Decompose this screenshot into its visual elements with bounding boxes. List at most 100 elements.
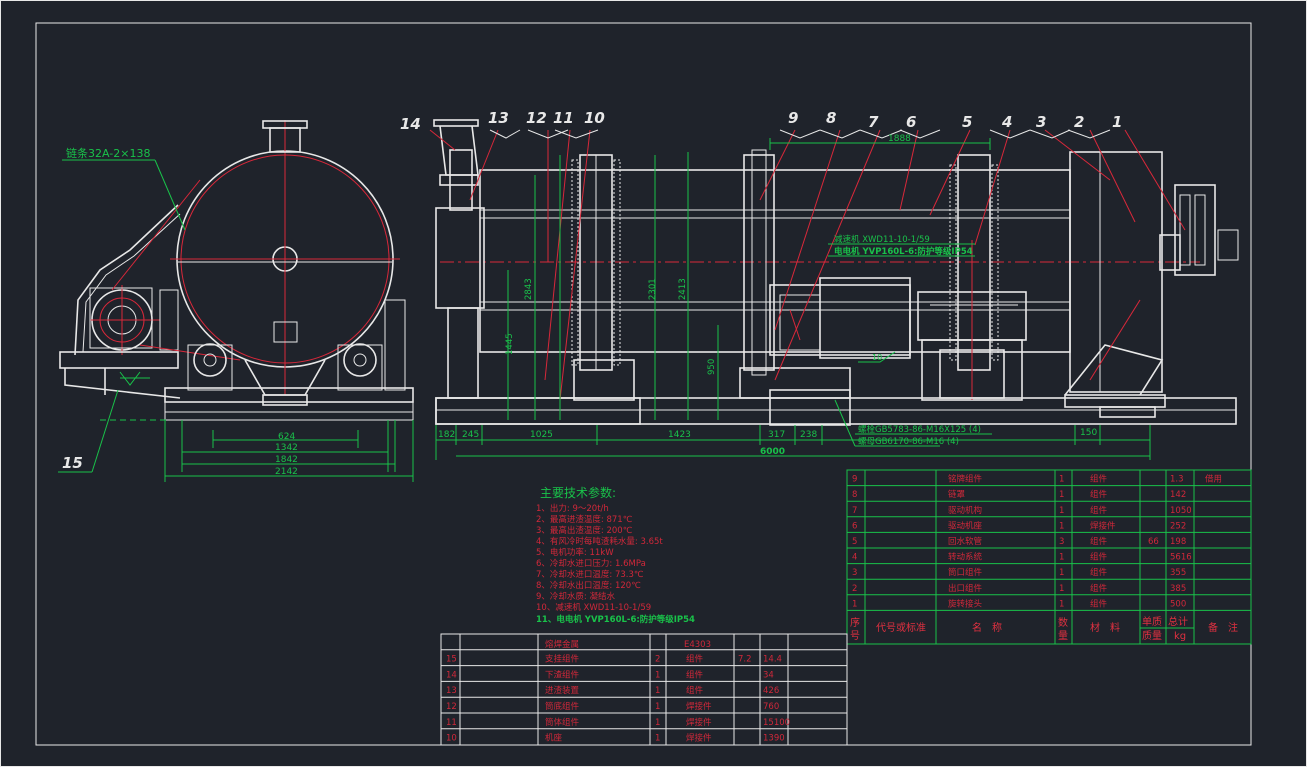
end-view: 624 1342 1842 2142 链条32A-2×138 15 [58, 120, 414, 482]
bomL-cell-no: 15 [446, 655, 457, 665]
label-8: 8 [826, 109, 836, 127]
bomR-cell-mat: 组件 [1090, 536, 1108, 547]
bomR-cell-mat: 组件 [1090, 474, 1108, 485]
label-13: 13 [488, 109, 509, 127]
bomR-cell-qty: 1 [1059, 506, 1064, 516]
dim-1888: 1888 [888, 134, 911, 144]
bomR-h-qty-a: 数 [1058, 616, 1068, 629]
dim-238: 238 [800, 430, 817, 440]
bomR-cell-name: 出口组件 [948, 583, 983, 594]
bomR-cell-name: 驱动机座 [948, 520, 983, 531]
bomR-h-unit: 单质 [1142, 616, 1162, 628]
bomL-top-name: 熔焊金属 [545, 639, 579, 650]
bomL-cell-name: 筒底组件 [545, 701, 580, 712]
dim-1423: 1423 [668, 430, 691, 440]
bomR-cell-total: 252 [1170, 521, 1186, 531]
bomR-cell-total: 198 [1170, 537, 1186, 547]
bomR-cell-no: 6 [852, 521, 857, 531]
bomL-cell-total: 1390 [763, 734, 785, 744]
bomL-cell-name: 进渣装置 [545, 685, 580, 696]
nut-annotation: 螺母GB6170-86-M16 (4) [858, 436, 959, 447]
bomL-cell-no: 11 [446, 718, 457, 728]
bomL-cell-name: 支挂组件 [545, 654, 580, 665]
bomL-cell-name: 机座 [545, 733, 563, 744]
bomL-cell-mat: 焊接件 [686, 701, 712, 712]
label-3: 3 [1036, 113, 1046, 131]
dim-950: 950 [707, 359, 717, 375]
bomR-cell-qty: 1 [1059, 568, 1064, 578]
bomR-cell-total: 1050 [1170, 506, 1192, 516]
tech-line-9: 9、冷却水质: 凝结水 [536, 591, 615, 602]
bomR-cell-total: 500 [1170, 599, 1186, 609]
tech-line-3: 3、最高出渣温度: 200℃ [536, 525, 633, 536]
dim-2142: 2142 [275, 467, 298, 477]
bomL-cell-total: 14.4 [763, 655, 782, 665]
reducer-annotation: 减速机 XWD11-10-1/59 [834, 234, 930, 245]
bomL-cell-total: 760 [763, 702, 779, 712]
bomR-cell-name: 筒口组件 [948, 567, 983, 578]
bomR-cell-name: 回水软管 [948, 536, 982, 547]
dim-6000: 6000 [760, 447, 785, 457]
bomL-cell-no: 13 [446, 686, 457, 696]
bomR-h-mat: 材 料 [1090, 621, 1120, 634]
bomR-cell-total: 5616 [1170, 553, 1192, 563]
bomL-cell-mat: 组件 [686, 669, 704, 680]
bomR-cell-mat: 组件 [1090, 567, 1108, 578]
bomR-cell-qty: 1 [1059, 490, 1064, 500]
bomR-h-name: 名 称 [972, 621, 1002, 634]
tech-line-11: 11、电电机 YVP160L-6:防护等级IP54 [536, 614, 695, 625]
bomR-cell-total: 142 [1170, 490, 1186, 500]
bomR-cell-name: 转动系统 [948, 552, 983, 563]
dim-624: 624 [278, 432, 295, 442]
bomR-h-unit2: 质量 [1142, 630, 1162, 642]
chain-annotation: 链条32A-2×138 [66, 146, 150, 160]
bomR-cell-qty: 1 [1059, 475, 1064, 485]
bomR-cell-unit: 66 [1148, 537, 1159, 547]
label-7: 7 [868, 113, 879, 131]
bomR-cell-name: 旋转接头 [948, 598, 983, 609]
bomR-cell-no: 3 [852, 568, 857, 578]
dim-1445: 1445 [505, 333, 515, 355]
tech-line-5: 5、电机功率: 11kW [536, 547, 614, 558]
label-5: 5 [962, 113, 972, 131]
bomR-cell-qty: 1 [1059, 553, 1064, 563]
bomL-cell-qty: 1 [655, 670, 660, 680]
bomL-cell-name: 筒体组件 [545, 717, 580, 728]
drawing-border [35, 22, 1252, 746]
bomL-cell-total: 34 [763, 670, 774, 680]
bomL-cell-no: 12 [446, 702, 457, 712]
bomL-cell-name: 下渣组件 [545, 669, 580, 680]
bomL-cell-unit: 7.2 [738, 655, 752, 665]
bomL-cell-no: 14 [446, 670, 457, 680]
bomL-cell-mat: 焊接件 [686, 733, 712, 744]
dim-1025: 1025 [530, 430, 553, 440]
bomL-cell-qty: 2 [655, 655, 660, 665]
bomR-cell-qty: 1 [1059, 584, 1064, 594]
bomR-cell-mat: 组件 [1090, 583, 1108, 594]
bomR-cell-name: 驱动机构 [948, 505, 982, 516]
label-1: 1 [1112, 113, 1122, 131]
bomL-cell-mat: 组件 [686, 654, 704, 665]
bolt-annotation: 螺栓GB5783-86-M16X125 (4) [858, 424, 981, 435]
bomR-h-code: 代号或标准 [876, 622, 926, 634]
bomR-cell-qty: 1 [1059, 521, 1064, 531]
tech-line-1: 1、出力: 9～20t/h [536, 503, 609, 514]
motor-annotation: 电电机 YVP160L-6:防护等级IP54 [834, 246, 973, 257]
dim-150: 150 [1080, 428, 1097, 438]
tech-line-10: 10、减速机 XWD11-10-1/59 [536, 602, 651, 613]
bomR-cell-qty: 1 [1059, 599, 1064, 609]
bomR-cell-no: 2 [852, 584, 857, 594]
bomR-h-total: 总计 [1168, 615, 1188, 628]
tech-line-6: 6、冷却水进口压力: 1.6MPa [536, 558, 646, 569]
bomR-cell-no: 8 [852, 490, 857, 500]
dim-2413: 2413 [678, 278, 688, 300]
dim-182: 182 [438, 430, 455, 440]
bomR-cell-mat: 组件 [1090, 552, 1108, 563]
bomL-cell-mat: 焊接件 [686, 717, 712, 728]
bomR-h-note: 备 注 [1208, 621, 1238, 634]
label-11: 11 [553, 109, 574, 127]
